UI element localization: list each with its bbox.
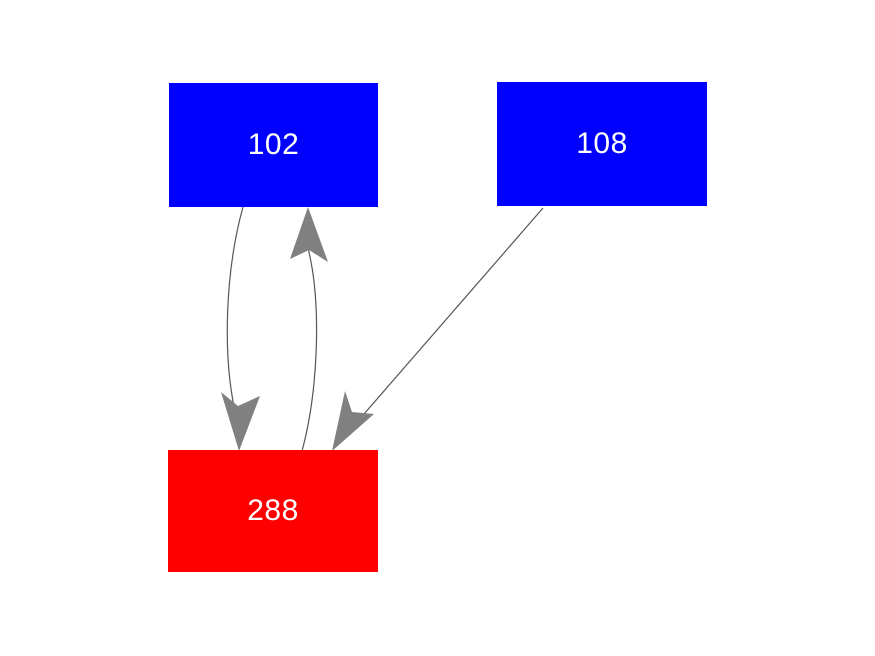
edge-108-to-288 bbox=[332, 207, 544, 451]
node-288[interactable]: 288 bbox=[168, 450, 378, 572]
node-102[interactable]: 102 bbox=[169, 83, 378, 207]
edge-102-to-288-arrowhead bbox=[221, 392, 260, 451]
edge-108-to-288-line bbox=[363, 207, 544, 415]
node-108[interactable]: 108 bbox=[497, 82, 707, 206]
node-108-label: 108 bbox=[576, 127, 628, 160]
edge-102-to-288-line bbox=[226, 206, 244, 421]
edge-102-to-288 bbox=[221, 206, 260, 451]
node-288-label: 288 bbox=[247, 494, 299, 527]
edge-288-to-102-line bbox=[301, 247, 318, 452]
node-102-label: 102 bbox=[247, 128, 300, 161]
edge-288-to-102 bbox=[290, 207, 328, 452]
edge-288-to-102-arrowhead bbox=[290, 207, 328, 262]
edge-108-to-288-arrowhead bbox=[332, 391, 374, 451]
